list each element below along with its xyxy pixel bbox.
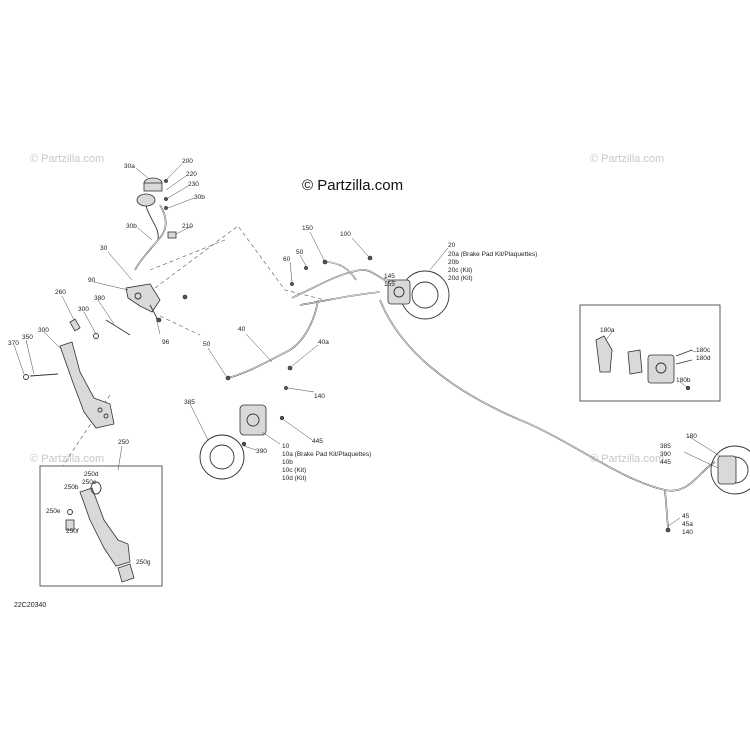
callout-260: 260 [55, 289, 66, 296]
callout-200: 200 [182, 158, 193, 165]
brake-lines [225, 255, 716, 533]
callout-390a: 390 [256, 448, 267, 455]
callout-10: 10 [282, 443, 290, 450]
callout-155: 155 [384, 281, 395, 288]
callout-210: 210 [182, 223, 193, 230]
rear-brake [710, 445, 750, 495]
callout-20b: 20b [448, 259, 459, 266]
callout-30b: 30b [126, 223, 137, 230]
callout-350: 350 [22, 334, 33, 341]
callout-145: 145 [384, 273, 395, 280]
leader-lines [13, 163, 721, 527]
callout-180a: 180a [600, 327, 615, 334]
callout-10a: 10a (Brake Pad Kit/Plaquettes) [282, 451, 371, 458]
diagram-code: 22C20340 [14, 602, 46, 609]
callout-96: 96 [162, 339, 170, 346]
callout-140a: 140 [314, 393, 325, 400]
callout-180c: 180c [696, 347, 711, 354]
callout-445b: 445 [660, 459, 671, 466]
callout-10c: 10c (Kit) [282, 467, 306, 474]
watermark-faint-right: © Partzilla.com [590, 153, 664, 165]
callout-60: 60 [283, 256, 291, 263]
callout-45a: 45a [682, 521, 693, 528]
watermark-faint-left: © Partzilla.com [30, 153, 104, 165]
callout-250c: 250c [82, 479, 97, 486]
callout-20: 20 [448, 242, 456, 249]
callout-30a: 30a [124, 163, 135, 170]
watermark-main: © Partzilla.com [302, 177, 403, 194]
callout-90: 90 [88, 277, 96, 284]
callout-250: 250 [118, 439, 129, 446]
callout-30: 30 [100, 245, 108, 252]
callout-180d: 180d [696, 355, 711, 362]
master-cylinder-assembly [125, 177, 188, 323]
callout-10b: 10b [282, 459, 293, 466]
pedal-inset-box [39, 465, 163, 587]
callout-10d: 10d (Kit) [282, 475, 307, 482]
callout-20a: 20a (Brake Pad Kit/Plaquettes) [448, 251, 537, 258]
callout-50a: 50 [296, 249, 304, 256]
callout-220: 220 [186, 171, 197, 178]
callout-50b: 50 [203, 341, 211, 348]
callout-300b: 300 [38, 327, 49, 334]
callout-445a: 445 [312, 438, 323, 445]
callout-30b-top: 30b [194, 194, 205, 201]
brake-pedal [59, 341, 115, 429]
callout-100: 100 [340, 231, 351, 238]
callout-250f: 250f [66, 528, 79, 535]
callout-150: 150 [302, 225, 313, 232]
rear-caliper-inset [579, 304, 721, 402]
callout-385b: 385 [660, 443, 671, 450]
callout-140b: 140 [682, 529, 693, 536]
callout-20c: 20c (Kit) [448, 267, 472, 274]
callout-40: 40 [238, 326, 246, 333]
callout-labels: 200 220 30a 230 30b 210 30b 30 90 96 260… [8, 158, 711, 566]
callout-250g: 250g [136, 559, 151, 566]
callout-380: 380 [94, 295, 105, 302]
callout-40a: 40a [318, 339, 329, 346]
callout-385a: 385 [184, 399, 195, 406]
callout-370: 370 [8, 340, 19, 347]
callout-250d: 250d [84, 471, 99, 478]
callout-250e: 250e [46, 508, 61, 515]
callout-390b: 390 [660, 451, 671, 458]
callout-180: 180 [686, 433, 697, 440]
callout-230: 230 [188, 181, 199, 188]
callout-20d: 20d (Kit) [448, 275, 473, 282]
callout-180b: 180b [676, 377, 691, 384]
watermark-faint-bottom-right: © Partzilla.com [590, 453, 664, 465]
front-right-brake [387, 270, 450, 320]
callout-250b: 250b [64, 484, 79, 491]
front-left-brake [199, 404, 285, 480]
callout-300a: 300 [78, 306, 89, 313]
callout-45: 45 [682, 513, 690, 520]
